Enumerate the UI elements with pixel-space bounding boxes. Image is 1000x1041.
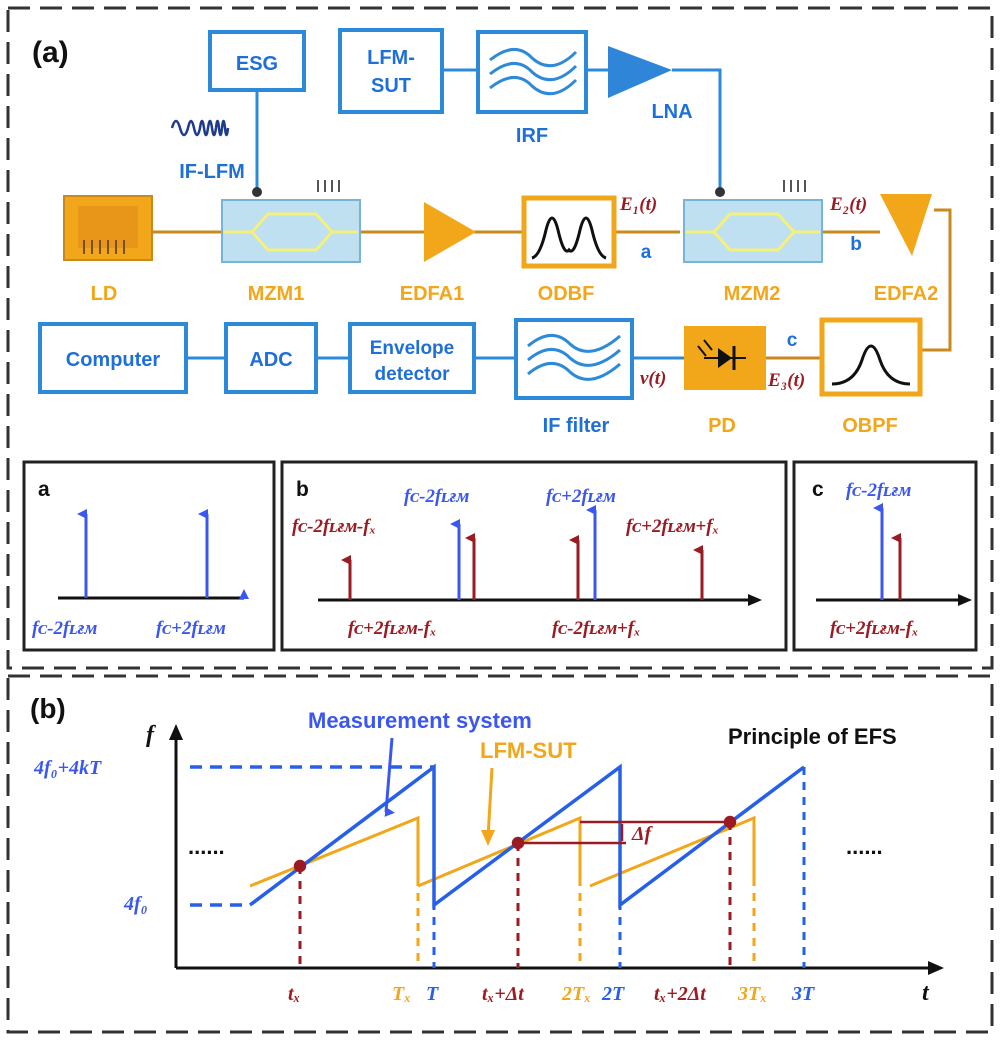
spectrum-b-bot-left: fᴄ+2fʟғᴍ-fₓ: [348, 618, 437, 639]
adc-label: ADC: [249, 349, 292, 371]
if-lfm-chirp-icon: [170, 119, 230, 137]
esg-box: ESG: [208, 30, 306, 92]
optical-wires: [152, 208, 952, 360]
panel-b-frame: [6, 674, 994, 1034]
mzm2-modulator-icon: [683, 180, 823, 263]
point-c-label: c: [787, 330, 798, 351]
lfm-sut-trace-label: LFM-SUT: [480, 738, 577, 763]
lfm-sut-arrow-head: [481, 830, 495, 846]
odbf-label: ODBF: [538, 283, 595, 305]
mzm1-label: MZM1: [248, 283, 305, 305]
pd-label: PD: [708, 415, 736, 437]
lfm-sut-arrow: [486, 767, 494, 839]
lna-label: LNA: [651, 101, 692, 123]
edfa2-amplifier-icon: [880, 194, 932, 256]
lfm-sut-trace: [249, 815, 756, 888]
if-filter-label: IF filter: [543, 415, 610, 437]
obpf-label: OBPF: [842, 415, 898, 437]
spectrum-a-right: fᴄ+2fʟғᴍ: [156, 618, 226, 639]
ld-label: LD: [91, 283, 118, 305]
e2-signal-label: E₂(t): [829, 194, 867, 215]
x-axis-arrowhead: [928, 961, 944, 975]
tick-2T: 2T: [601, 983, 625, 1005]
spectrum-c-bottom: fᴄ+2fʟғᴍ-fₓ: [830, 618, 919, 639]
y-bottom-label: 4f₀: [123, 893, 148, 915]
irf-filter-icon: [476, 30, 588, 114]
spectrum-a: a fᴄ-2fʟғᴍ fᴄ+2fʟғᴍ: [22, 460, 276, 652]
e1-signal-label: E₁(t): [619, 194, 657, 215]
y-axis-label: f: [146, 722, 156, 748]
lna-amplifier-icon: [608, 46, 672, 98]
x-axis-label: t: [922, 980, 930, 1006]
esg-label: ESG: [236, 53, 278, 75]
if-lfm-label: IF-LFM: [179, 161, 245, 183]
rf-wires: [186, 68, 722, 360]
tick-2Tx: 2Tₓ: [561, 983, 591, 1005]
tick-3Tx: 3Tₓ: [737, 983, 767, 1005]
computer-label: Computer: [66, 349, 161, 371]
ld-laser-icon: [63, 195, 153, 261]
point-b-label: b: [850, 234, 862, 255]
y-top-label: 4f₀+4kT: [33, 757, 102, 779]
mzm2-label: MZM2: [724, 283, 781, 305]
spectrum-b-mid-left: fᴄ-2fʟғᴍ-fₓ: [292, 516, 376, 537]
computer-box: Computer: [38, 322, 188, 394]
vt-signal-label: v(t): [640, 368, 666, 389]
edfa2-label: EDFA2: [874, 283, 938, 305]
spectrum-b-tag: b: [296, 478, 309, 501]
spectrum-b-top-left: fᴄ-2fʟғᴍ: [404, 486, 469, 507]
adc-box: ADC: [224, 322, 318, 394]
e3-signal-label: E₃(t): [767, 370, 805, 391]
envelope-label-2: detector: [375, 364, 451, 385]
if-filter-icon: [514, 318, 634, 400]
panel-a-tag: (a): [32, 36, 69, 69]
spectrum-a-tag: a: [38, 478, 50, 501]
edfa1-label: EDFA1: [400, 283, 464, 305]
spectrum-a-left: fᴄ-2fʟғᴍ: [32, 618, 97, 639]
mzm1-modulator-icon: [221, 180, 361, 263]
y-axis-arrowhead: [169, 724, 183, 740]
tick-tx-2dt: tₓ+2Δt: [654, 983, 707, 1005]
panel-b-title: Principle of EFS: [728, 724, 897, 749]
spectrum-b: b fᴄ-2fʟғᴍ fᴄ+2fʟғᴍ fᴄ-2fʟғᴍ-fₓ fᴄ+2fʟғᴍ…: [280, 460, 788, 652]
tick-Tx: Tₓ: [392, 983, 411, 1005]
pd-photodiode-icon: [684, 326, 766, 390]
spectrum-c-tag: c: [812, 478, 824, 501]
irf-label: IRF: [516, 125, 548, 147]
lfm-sut-label-2: SUT: [371, 75, 411, 97]
spectrum-c: c fᴄ-2fʟғᴍ fᴄ+2fʟғᴍ-fₓ: [792, 460, 978, 652]
lfm-sut-box: LFM- SUT: [338, 28, 444, 114]
envelope-label-1: Envelope: [370, 338, 454, 359]
spectrum-b-bot-right: fᴄ-2fʟғᴍ+fₓ: [552, 618, 641, 639]
dots-right: ......: [846, 834, 883, 859]
tick-tx-dt: tₓ+Δt: [482, 983, 525, 1005]
delta-f-markers: [293, 815, 737, 873]
tick-tx: tₓ: [288, 983, 300, 1005]
spectrum-b-top-right: fᴄ+2fʟғᴍ: [546, 486, 616, 507]
obpf-filter-icon: [819, 317, 923, 397]
measurement-trace: [190, 763, 806, 909]
spectrum-b-mid-right: fᴄ+2fʟғᴍ+fₓ: [626, 516, 719, 537]
dots-left: ......: [188, 834, 225, 859]
tick-3T: 3T: [791, 983, 815, 1005]
spectrum-c-top: fᴄ-2fʟғᴍ: [846, 480, 911, 501]
delta-f-label: Δf: [631, 823, 654, 845]
point-a-label: a: [641, 242, 652, 263]
measurement-system-label: Measurement system: [308, 708, 532, 733]
tick-T: T: [426, 983, 439, 1005]
edfa1-amplifier-icon: [424, 202, 476, 262]
envelope-detector-box: Envelope detector: [348, 322, 476, 394]
lfm-sut-label-1: LFM-: [367, 47, 415, 69]
panel-a-frame: [6, 6, 994, 670]
measurement-arrow: [384, 737, 395, 817]
panel-b-tag: (b): [30, 693, 66, 724]
odbf-filter-icon: [521, 195, 617, 269]
dashed-markers: [298, 767, 806, 968]
